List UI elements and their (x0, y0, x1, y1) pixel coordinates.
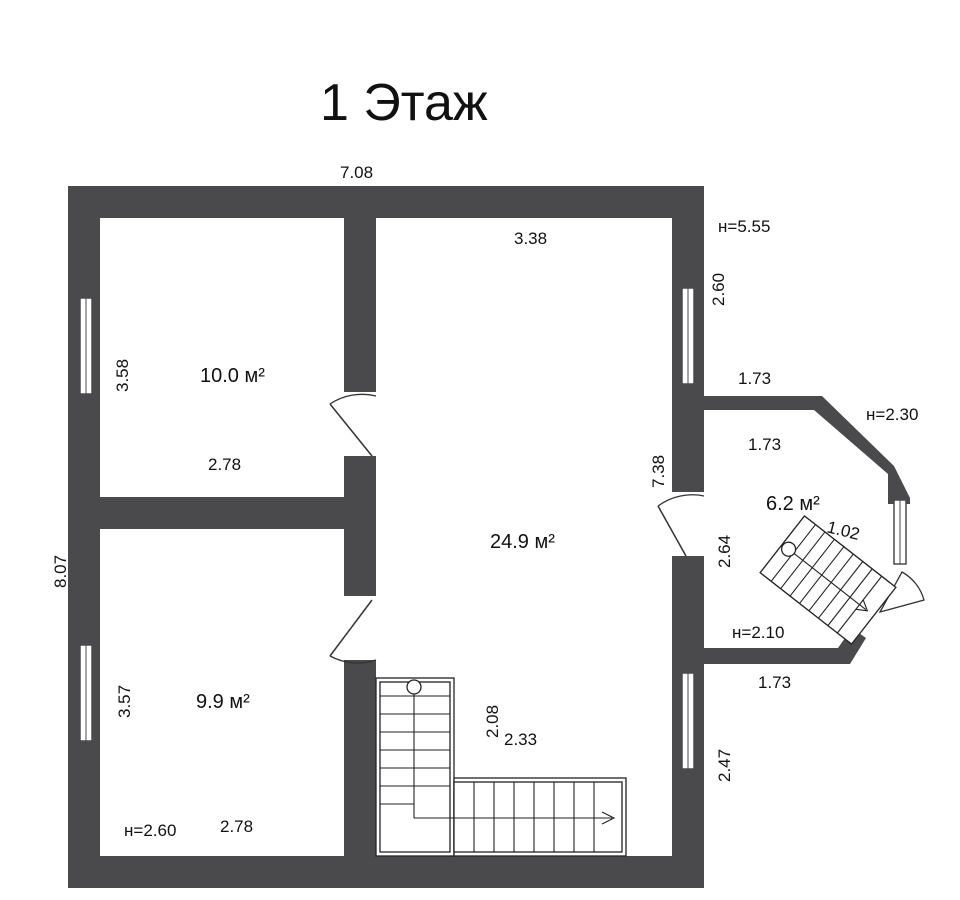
wall-bottom (68, 856, 704, 888)
floor-title: 1 Этаж (320, 74, 488, 132)
height-bay: н=2.30 (866, 405, 918, 424)
dim-room2-depth: 3.57 (115, 685, 134, 718)
height-main: н=5.55 (718, 217, 770, 236)
area-labels: 10.0 м² 9.9 м² 24.9 м² 6.2 м² (196, 365, 820, 713)
wall-annex-top (688, 396, 910, 504)
dimension-labels: 7.08 3.38 н=5.55 2.60 1.73 н=2.30 1.73 7… (51, 163, 918, 840)
dim-outer-top: 7.08 (340, 163, 373, 182)
doors (329, 392, 925, 664)
dim-outer-right-lower: 2.47 (715, 749, 734, 782)
dim-outer-left: 8.07 (51, 555, 70, 588)
height-annex: н=2.10 (732, 623, 784, 642)
wall-interior-horizontal (84, 497, 360, 529)
dim-outer-right-upper: 2.60 (709, 273, 728, 306)
wall-left (68, 186, 100, 888)
dim-room3-depth: 7.38 (649, 455, 668, 488)
annex-staircase (759, 515, 897, 645)
windows (79, 287, 907, 770)
dim-room4-width: 1.73 (748, 435, 781, 454)
height-room2: н=2.60 (124, 821, 176, 840)
dim-annex-bottom: 1.73 (758, 673, 791, 692)
dim-room1-depth: 3.58 (113, 359, 132, 392)
area-room1: 10.0 м² (200, 365, 265, 387)
main-staircase (375, 677, 627, 857)
wall-interior-vertical (344, 200, 376, 886)
area-room4: 6.2 м² (766, 493, 820, 515)
area-room2: 9.9 м² (196, 691, 250, 713)
dim-stair-a: 2.08 (483, 705, 502, 738)
wall-annex-bottom (688, 628, 866, 664)
dim-room4-depth: 2.64 (715, 535, 734, 568)
area-room3: 24.9 м² (490, 531, 555, 553)
dim-annex-top: 1.73 (738, 369, 771, 388)
dim-room3-width: 3.38 (514, 229, 547, 248)
dim-room1-width: 2.78 (208, 455, 241, 474)
wall-top (68, 186, 704, 218)
dim-room2-width: 2.78 (220, 817, 253, 836)
dim-stair-b: 2.33 (504, 730, 537, 749)
